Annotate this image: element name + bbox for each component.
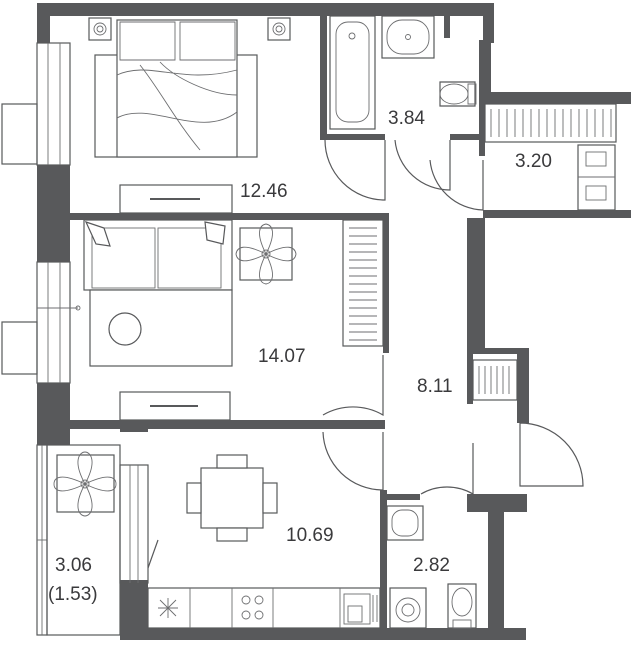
wall-niche-right xyxy=(517,348,529,423)
toilet-icon xyxy=(439,81,477,107)
wall-top xyxy=(37,3,493,16)
wall-bath-bottom-right xyxy=(450,134,485,140)
area-label-loggia: 3.06 xyxy=(55,555,92,576)
wall-stub xyxy=(383,214,386,224)
sink-icon xyxy=(381,15,435,59)
loggia-outline xyxy=(46,444,121,636)
wall-hall-right xyxy=(467,218,485,348)
area-label-living: 14.07 xyxy=(258,346,306,367)
area-label-bedroom: 12.46 xyxy=(240,181,288,202)
nightstand-icon xyxy=(88,17,112,41)
wall-niche-top xyxy=(467,348,529,354)
wall-living-hall xyxy=(383,213,389,353)
door-swing-icon xyxy=(322,355,384,491)
nightstand-icon xyxy=(267,17,291,41)
wall-bottom-right xyxy=(504,628,526,640)
wall-kitchen-hall xyxy=(380,490,387,640)
area-label-kitchen: 10.69 xyxy=(286,525,334,546)
wall-left-mid xyxy=(37,165,70,262)
walls xyxy=(37,3,631,640)
toilet-icon xyxy=(447,583,477,629)
tv-cabinet-icon xyxy=(119,391,231,421)
area-label-wc: 2.82 xyxy=(413,555,450,576)
plant-icon xyxy=(53,451,117,517)
window-icon xyxy=(36,444,48,636)
wall-wc-top xyxy=(387,494,420,500)
window-icon xyxy=(1,261,81,384)
wardrobe-icon xyxy=(342,219,384,347)
area-label-bathroom: 3.84 xyxy=(388,108,425,129)
stove-icon xyxy=(241,595,264,620)
wall-bath-bottom-left xyxy=(320,134,385,140)
counter-icon xyxy=(147,587,381,629)
wall-shaft xyxy=(444,16,450,38)
wall-bath-left xyxy=(320,16,327,140)
storage-box-icon xyxy=(577,144,616,211)
wall-bedroom-living xyxy=(70,213,385,220)
wall-wardrobe-bottom xyxy=(483,210,631,218)
door-swing-icon xyxy=(420,422,584,496)
door-swing-icon xyxy=(147,539,159,569)
wall-living-kitchen xyxy=(70,420,385,429)
sink-icon xyxy=(343,593,378,625)
area-label-hall: 8.11 xyxy=(417,376,453,397)
window-icon xyxy=(1,42,71,166)
tv-cabinet-icon xyxy=(119,184,233,214)
wall-bath-right xyxy=(479,40,491,104)
wall-right-top xyxy=(483,3,494,43)
bed-icon xyxy=(94,19,258,158)
wall-niche-left xyxy=(467,354,473,404)
wall-left-top xyxy=(37,3,50,43)
wardrobe-icon xyxy=(484,103,617,143)
door-swing-icon xyxy=(324,139,484,211)
wall-wardrobe-top xyxy=(479,92,631,104)
wall-wc-right xyxy=(488,494,504,634)
coffee-table-icon xyxy=(108,312,142,346)
wall-bottom xyxy=(120,628,504,640)
dining-table-icon xyxy=(186,454,278,542)
wall-wardrobe-left xyxy=(479,104,485,156)
windows xyxy=(1,42,149,636)
wall-kitchen-corner xyxy=(120,420,148,432)
plant-icon xyxy=(235,223,297,285)
area-label-loggia-reduced: (1.53) xyxy=(48,584,98,605)
window-icon xyxy=(119,464,149,584)
shoe-rack-icon xyxy=(472,359,518,401)
bathtub-icon xyxy=(329,15,376,130)
wall-left-lower xyxy=(37,383,70,445)
sofa-icon xyxy=(83,219,233,291)
sink-icon xyxy=(386,505,424,541)
area-label-wardrobe: 3.20 xyxy=(515,151,552,172)
washing-machine-icon xyxy=(389,587,427,629)
